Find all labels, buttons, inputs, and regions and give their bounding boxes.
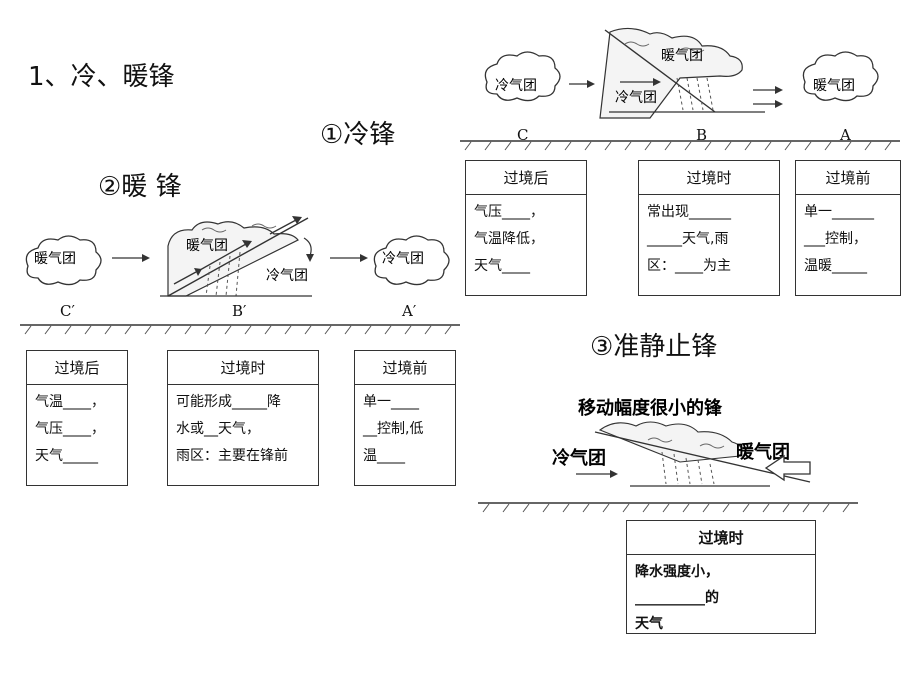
warm-before-box: 过境前 单一____ __控制,低 温____ [354, 350, 456, 486]
box-line: __________的 [635, 590, 719, 606]
cold-during-box: 过境时 常出现______ _____天气,雨 区：____为主 [638, 160, 780, 296]
cloud-icon [802, 51, 879, 102]
box-line: 单一____ [363, 394, 419, 410]
cold-mass-label: 冷气团 [552, 447, 606, 469]
warm-front-title: ②暖 锋 [98, 172, 182, 202]
cloud-icon [25, 235, 102, 286]
cold-mass-label-under: 冷气团 [615, 90, 657, 106]
box-line: _____天气,雨 [647, 231, 729, 247]
warm-mass-right-label: 暖气团 [813, 78, 855, 94]
front-cloud-shape [598, 421, 743, 463]
warm-during-box: 过境时 可能形成_____降 水或__天气， 雨区：主要在锋前 [167, 350, 319, 486]
box-line: 雨区：主要在锋前 [176, 448, 288, 464]
box-header: 过境时 [627, 521, 815, 555]
cold-front-diagram: 冷气团 暖气团 冷气团 暖气团 [484, 27, 879, 119]
box-header: 过境后 [27, 351, 127, 385]
cold-mass-label: 冷气团 [266, 268, 308, 284]
point-label-a-prime: A′ [402, 302, 417, 320]
box-line: 温暖_____ [804, 258, 867, 274]
warm-front-diagram: 暖气团 暖气团 冷气团 冷气团 [25, 216, 450, 297]
box-line: 水或__天气， [176, 421, 260, 437]
stationary-during-box: 过境时 降水强度小， __________的 天气 [626, 520, 816, 634]
box-line: 降水强度小， [635, 564, 719, 580]
box-line: 温____ [363, 448, 405, 464]
box-line: 天气_____ [35, 448, 98, 464]
box-header: 过境时 [168, 351, 318, 385]
box-line: __控制,低 [363, 421, 424, 437]
cloud-icon [484, 51, 561, 102]
caption-label: 移动幅度很小的锋 [578, 397, 723, 419]
section-heading: 1、冷、暖锋 [28, 62, 175, 92]
point-label-c-prime: C′ [60, 302, 75, 320]
ground-line [20, 324, 460, 335]
stationary-front-title: ③准静止锋 [590, 332, 718, 362]
point-label-b: B [696, 126, 708, 144]
box-header: 过境后 [466, 161, 586, 195]
warm-mass-label: 暖气团 [661, 48, 703, 64]
box-line: ___控制， [804, 231, 867, 247]
stationary-front-diagram: 移动幅度很小的锋 冷气团 暖气团 [552, 397, 811, 487]
cold-front-title: ①冷锋 [320, 120, 396, 150]
warm-after-box: 过境后 气温____， 气压____， 天气_____ [26, 350, 128, 486]
box-line: 气温降低， [474, 231, 544, 247]
cold-mass-right-label: 冷气团 [382, 251, 424, 267]
cold-before-box: 过境前 单一______ ___控制， 温暖_____ [795, 160, 901, 296]
point-label-b-prime: B′ [232, 302, 247, 320]
point-label-c: C [517, 126, 529, 144]
box-header: 过境前 [796, 161, 900, 195]
box-line: 天气____ [474, 258, 530, 274]
warm-mass-label: 暖气团 [736, 441, 790, 463]
cold-mass-label: 冷气团 [495, 78, 537, 94]
warm-mass-top-label: 暖气团 [186, 238, 228, 254]
box-line: 气压____， [474, 204, 544, 220]
warm-mass-label: 暖气团 [34, 251, 76, 267]
box-line: 可能形成_____降 [176, 394, 281, 410]
box-line: 常出现______ [647, 204, 731, 220]
box-header: 过境前 [355, 351, 455, 385]
box-line: 区：____为主 [647, 258, 731, 274]
box-line: 天气 [635, 616, 663, 632]
ground-line [478, 502, 858, 513]
front-cloud-shape [599, 27, 743, 119]
cloud-icon [373, 235, 450, 286]
ground-line [460, 140, 900, 151]
box-line: 气温____， [35, 394, 105, 410]
box-line: 气压____， [35, 421, 105, 437]
cold-after-box: 过境后 气压____， 气温降低， 天气____ [465, 160, 587, 296]
point-label-a: A [840, 126, 851, 144]
box-header: 过境时 [639, 161, 779, 195]
box-line: 单一______ [804, 204, 874, 220]
